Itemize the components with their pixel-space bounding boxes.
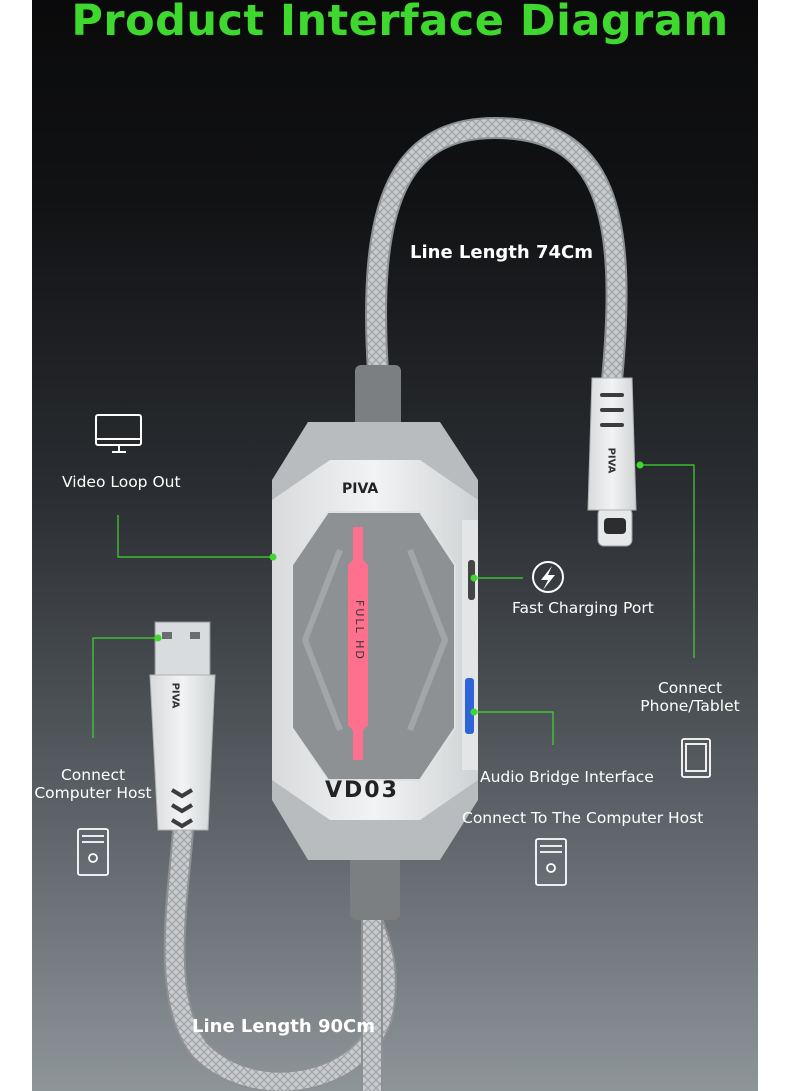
capture-device: [272, 422, 478, 860]
video-loop-out-label: Video Loop Out: [62, 473, 181, 491]
lower-cable-length: Line Length 90Cm: [192, 1016, 376, 1037]
usb-a-plug: [149, 621, 216, 831]
device-model: VD03: [325, 778, 399, 803]
audio-port: [465, 678, 474, 734]
monitor-icon: [95, 414, 142, 453]
type-c-plug: [587, 377, 637, 547]
upper-cable-length: Line Length 74Cm: [410, 242, 594, 263]
audio-bridge-label: Audio Bridge Interface: [480, 768, 654, 786]
fast-charging-label: Fast Charging Port: [512, 599, 654, 617]
computer-tower-icon: [535, 838, 567, 886]
phone-tablet-label: Connect Phone/Tablet: [640, 679, 740, 715]
lightning-icon: [532, 561, 564, 593]
computer-tower-icon: [77, 828, 109, 876]
tablet-icon: [681, 738, 711, 778]
leader-lines: [92, 464, 695, 745]
page-title: Product Interface Diagram: [71, 0, 729, 46]
device-brand: PIVA: [342, 481, 379, 497]
type-c-brand: PIVA: [605, 447, 617, 474]
led-text: FULL HD: [353, 600, 366, 661]
computer-host-right-label: Connect To The Computer Host: [462, 809, 704, 827]
computer-host-left-label: Connect Computer Host: [34, 766, 152, 802]
usb-a-brand: PIVA: [169, 682, 181, 709]
strain-relief-top: [355, 365, 401, 427]
